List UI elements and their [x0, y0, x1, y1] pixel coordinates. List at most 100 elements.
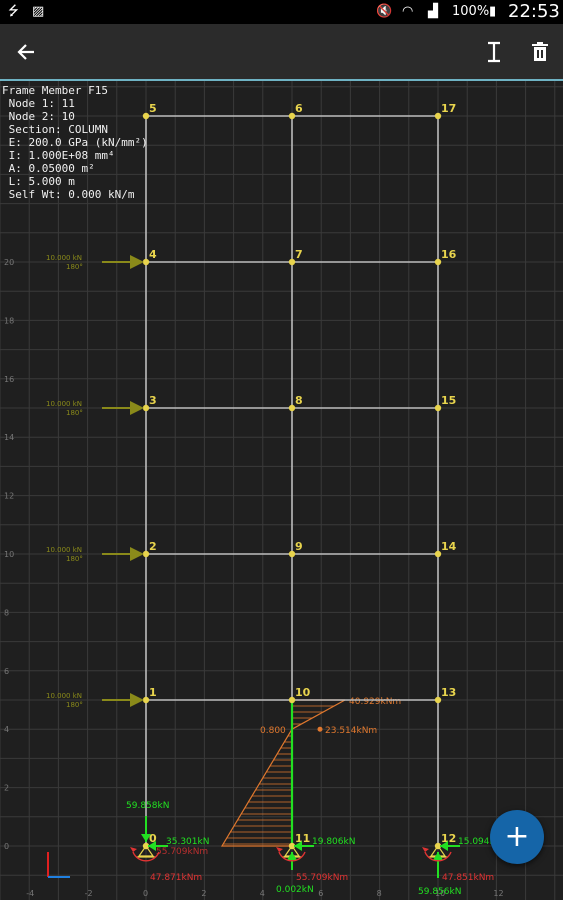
x-tick-label: 2: [201, 889, 206, 898]
reaction-arrow-head: [287, 852, 297, 860]
y-tick-label: 20: [4, 258, 14, 267]
delete-icon[interactable]: [516, 24, 563, 80]
node-label: 2: [149, 540, 157, 553]
node-label: 17: [441, 102, 456, 115]
node-10: [288, 696, 296, 704]
node-label: 8: [295, 394, 303, 407]
x-tick-label: 6: [318, 889, 323, 898]
member-info-line: E: 200.0 GPa (kN/mm²): [2, 136, 148, 149]
y-tick-label: 14: [4, 433, 14, 442]
reaction-vertical-label: 59.856kN: [418, 887, 461, 897]
load-arrow-head: [130, 255, 144, 269]
node-5: [142, 112, 150, 120]
member-info-line: L: 5.000 m: [2, 175, 75, 188]
reaction-arrow-head: [440, 841, 448, 851]
load-angle-label: 180°: [66, 555, 83, 563]
back-arrow-icon[interactable]: [2, 24, 50, 80]
member-info-line: Node 2: 10: [2, 110, 75, 123]
node-label: 11: [295, 832, 310, 845]
load-magnitude-label: 10.000 kN: [46, 254, 82, 262]
node-label: 10: [295, 686, 311, 699]
x-tick-label: 12: [493, 889, 503, 898]
x-tick-label: -2: [85, 889, 93, 898]
reaction-moment-head: [422, 847, 429, 852]
load-angle-label: 180°: [66, 409, 83, 417]
node-3: [142, 404, 150, 412]
load-arrow-head: [130, 547, 144, 561]
reaction-horizontal-label: 15.094kN: [458, 837, 501, 847]
usb-icon: ⭍: [8, 4, 19, 19]
text-cursor-icon[interactable]: [470, 24, 518, 80]
node-label: 15: [441, 394, 456, 407]
x-tick-label: 10: [435, 889, 445, 898]
member-info-line: A: 0.05000 m²: [2, 162, 95, 175]
moment-mid-marker: [317, 726, 323, 732]
load-arrow-head: [130, 401, 144, 415]
node-0: [142, 842, 150, 850]
x-tick-label: 0: [143, 889, 148, 898]
moment-top-label: 40.929kNm: [349, 697, 401, 707]
node-label: 0: [149, 832, 157, 845]
member-info-panel: Frame Member F15 Node 1: 11 Node 2: 10 S…: [2, 84, 148, 201]
reaction-moment-overlap-label: 55.709kNm: [156, 847, 208, 857]
node-label: 13: [441, 686, 456, 699]
node-label: 5: [149, 102, 157, 115]
member-info-line: Frame Member F15: [2, 84, 108, 97]
x-tick-label: -4: [26, 889, 34, 898]
app-bar-divider: [0, 79, 563, 81]
y-tick-label: 8: [4, 608, 9, 617]
y-tick-label: 0: [4, 842, 9, 851]
image-icon: ▨: [32, 4, 45, 19]
reaction-horizontal-label: 19.806kN: [312, 837, 355, 847]
member-info-line: Self Wt: 0.000 kN/m: [2, 188, 135, 201]
reaction-arrow-head: [433, 852, 443, 860]
node-4: [142, 258, 150, 266]
load-magnitude-label: 10.000 kN: [46, 400, 82, 408]
y-tick-label: 6: [4, 667, 9, 676]
node-label: 9: [295, 540, 303, 553]
status-bar: ⭍ ▨ 🔇 ◠ ▟ 100% ▮ 22:53: [0, 0, 563, 24]
node-13: [434, 696, 442, 704]
reaction-moment-head: [130, 847, 137, 852]
reaction-moment-label: 47.851kNm: [442, 873, 494, 883]
reaction-vertical-label: 59.858kN: [126, 801, 169, 811]
node-label: 12: [441, 832, 456, 845]
node-7: [288, 258, 296, 266]
node-17: [434, 112, 442, 120]
reaction-arrow-head: [294, 841, 302, 851]
load-magnitude-label: 10.000 kN: [46, 546, 82, 554]
node-label: 14: [441, 540, 457, 553]
y-tick-label: 18: [4, 316, 14, 325]
y-tick-label: 4: [4, 725, 9, 734]
member-info-line: Node 1: 11: [2, 97, 75, 110]
reaction-moment-label: 55.709kNm: [296, 873, 348, 883]
mute-icon: 🔇: [376, 4, 393, 19]
node-label: 16: [441, 248, 457, 261]
reaction-arrow-head: [141, 834, 151, 842]
node-6: [288, 112, 296, 120]
node-label: 7: [295, 248, 303, 261]
x-tick-label: 8: [377, 889, 382, 898]
app-bar: [0, 24, 563, 80]
node-15: [434, 404, 442, 412]
y-tick-label: 2: [4, 784, 9, 793]
signal-icon: ▟: [428, 4, 438, 19]
member-info-line: Section: COLUMN: [2, 123, 108, 136]
reaction-moment-head: [276, 847, 283, 852]
node-14: [434, 550, 442, 558]
reaction-arrow-head: [148, 841, 156, 851]
reaction-horizontal-label: 35.301kN: [166, 837, 209, 847]
node-16: [434, 258, 442, 266]
node-12: [434, 842, 442, 850]
x-tick-label: 4: [260, 889, 265, 898]
node-label: 1: [149, 686, 157, 699]
load-arrow-head: [130, 693, 144, 707]
node-1: [142, 696, 150, 704]
node-2: [142, 550, 150, 558]
add-button[interactable]: +: [490, 810, 544, 864]
moment-mid-label: 23.514kNm: [325, 726, 377, 736]
load-magnitude-label: 10.000 kN: [46, 692, 82, 700]
reaction-vertical-label: 0.002kN: [276, 885, 314, 895]
moment-diagram-positive: [291, 699, 346, 731]
